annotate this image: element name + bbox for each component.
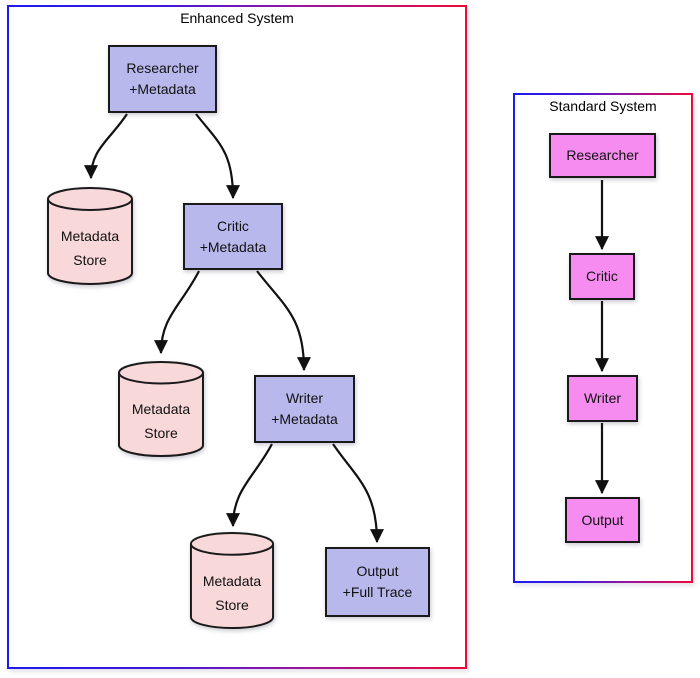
store-label-line: Metadata [202, 572, 262, 589]
store-label-line: Metadata [131, 401, 191, 418]
store-label-line: Store [73, 252, 107, 268]
node-label-line: Writer [583, 390, 622, 406]
enhanced-system-panel: Enhanced System [7, 5, 467, 669]
store-label-line: Store [144, 425, 178, 442]
node-label-line: Researcher [566, 147, 639, 163]
metadata-store-3: Metadata Store [189, 531, 275, 630]
store-label-line: Metadata [60, 228, 120, 244]
standard-output-node: Output [565, 497, 640, 543]
node-label-line: Output [581, 511, 624, 528]
node-label-line: +Metadata [199, 238, 267, 255]
node-label-line: Critic [217, 217, 249, 234]
cylinder-icon [118, 360, 204, 457]
node-label-line: Writer [285, 390, 324, 406]
standard-writer-node: Writer [567, 375, 638, 422]
node-label-line: +Metadata [129, 81, 196, 97]
node-label-line: +Full Trace [342, 584, 413, 600]
standard-panel-title: Standard System [549, 98, 657, 114]
cylinder-icon [47, 187, 133, 285]
enhanced-researcher-node: Researcher +Metadata [108, 45, 217, 113]
store-label: Metadata Store [117, 397, 205, 445]
node-label-line: Output [356, 563, 399, 579]
node-label-line: Researcher [126, 60, 199, 76]
store-label: Metadata Store [189, 569, 275, 617]
metadata-store-2: Metadata Store [117, 360, 205, 458]
standard-researcher-node: Researcher [549, 133, 656, 178]
store-label-line: Store [215, 596, 249, 613]
metadata-store-1: Metadata Store [46, 186, 134, 286]
store-label: Metadata Store [46, 224, 134, 272]
standard-critic-node: Critic [569, 253, 635, 300]
enhanced-panel-title: Enhanced System [180, 10, 294, 26]
enhanced-writer-node: Writer +Metadata [254, 375, 355, 443]
node-label-line: Critic [586, 268, 618, 284]
enhanced-critic-node: Critic +Metadata [183, 203, 283, 270]
node-label-line: +Metadata [271, 411, 338, 427]
enhanced-output-node: Output +Full Trace [325, 547, 430, 617]
cylinder-icon [189, 531, 275, 629]
